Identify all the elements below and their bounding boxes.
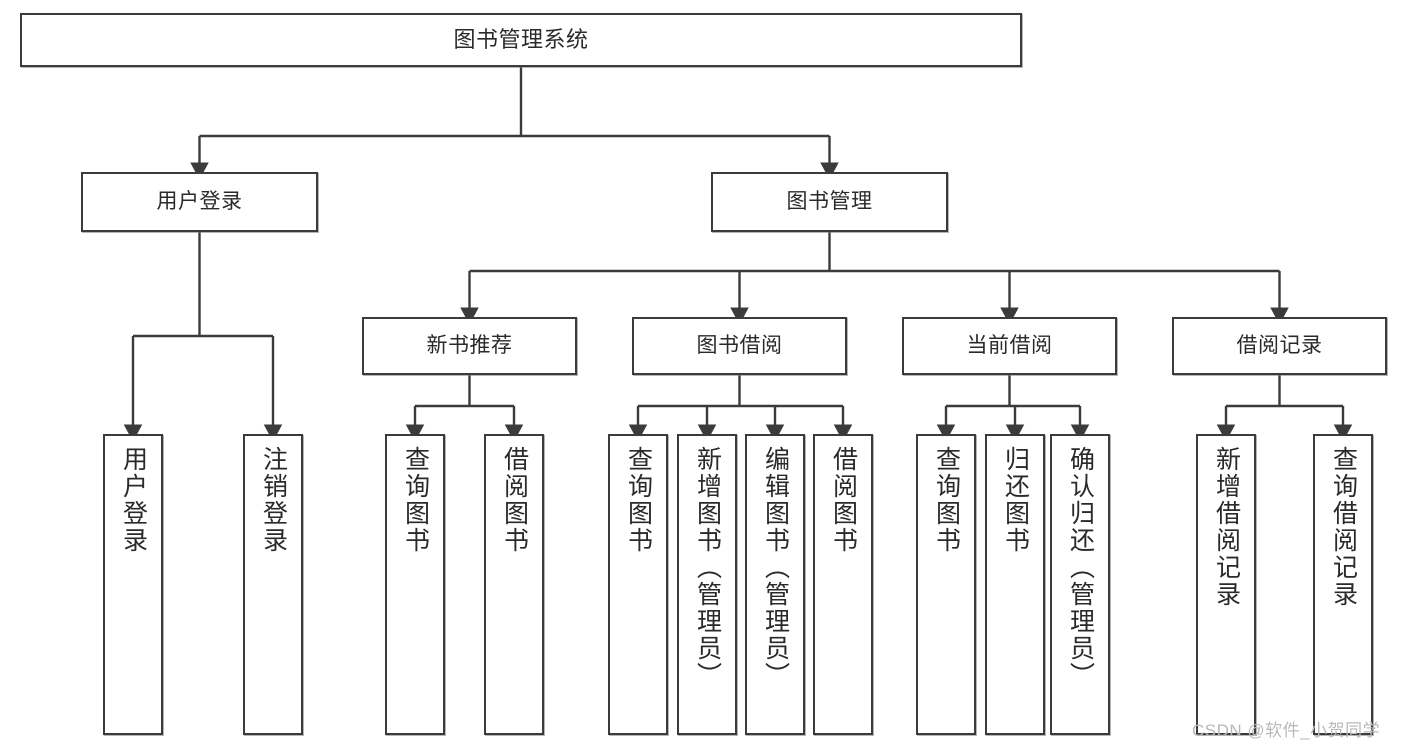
node-label: 查询图书 bbox=[401, 446, 430, 554]
node-leaf_11[interactable]: 新增借阅记录 bbox=[1196, 434, 1256, 735]
node-label: 当前借阅 bbox=[966, 333, 1053, 357]
node-label: 确认归还（管理员） bbox=[1066, 446, 1095, 689]
node-label: 用户登录 bbox=[156, 189, 243, 213]
node-root[interactable]: 图书管理系统 bbox=[20, 13, 1022, 67]
node-label: 查询图书 bbox=[624, 446, 653, 554]
node-label: 借阅图书 bbox=[500, 446, 529, 554]
node-label: 借阅记录 bbox=[1236, 333, 1323, 357]
node-label: 新书推荐 bbox=[426, 333, 513, 357]
node-l3_2[interactable]: 当前借阅 bbox=[902, 317, 1117, 375]
node-label: 归还图书 bbox=[1001, 446, 1030, 554]
node-leaf_0[interactable]: 用户登录 bbox=[103, 434, 163, 735]
node-label: 借阅图书 bbox=[829, 446, 858, 554]
node-label: 图书管理系统 bbox=[453, 27, 589, 53]
node-label: 新增借阅记录 bbox=[1212, 446, 1241, 608]
node-leaf_9[interactable]: 归还图书 bbox=[985, 434, 1045, 735]
node-l2_1[interactable]: 图书管理 bbox=[711, 172, 948, 232]
node-label: 查询图书 bbox=[932, 446, 961, 554]
node-label: 图书管理 bbox=[786, 189, 873, 213]
node-leaf_12[interactable]: 查询借阅记录 bbox=[1313, 434, 1373, 735]
node-l3_0[interactable]: 新书推荐 bbox=[362, 317, 577, 375]
node-l2_0[interactable]: 用户登录 bbox=[81, 172, 318, 232]
node-leaf_5[interactable]: 新增图书（管理员） bbox=[677, 434, 737, 735]
node-leaf_4[interactable]: 查询图书 bbox=[608, 434, 668, 735]
node-leaf_3[interactable]: 借阅图书 bbox=[484, 434, 544, 735]
node-leaf_2[interactable]: 查询图书 bbox=[385, 434, 445, 735]
node-label: 查询借阅记录 bbox=[1329, 446, 1358, 608]
node-l3_3[interactable]: 借阅记录 bbox=[1172, 317, 1387, 375]
csdn-watermark: CSDN @软件_小贺同学 bbox=[1192, 721, 1381, 740]
node-label: 新增图书（管理员） bbox=[693, 446, 722, 689]
node-leaf_1[interactable]: 注销登录 bbox=[243, 434, 303, 735]
node-label: 用户登录 bbox=[119, 446, 148, 554]
node-label: 注销登录 bbox=[259, 446, 288, 554]
node-label: 编辑图书（管理员） bbox=[761, 446, 790, 689]
node-leaf_6[interactable]: 编辑图书（管理员） bbox=[745, 434, 805, 735]
node-l3_1[interactable]: 图书借阅 bbox=[632, 317, 847, 375]
node-leaf_8[interactable]: 查询图书 bbox=[916, 434, 976, 735]
node-leaf_10[interactable]: 确认归还（管理员） bbox=[1050, 434, 1110, 735]
node-label: 图书借阅 bbox=[696, 333, 783, 357]
node-leaf_7[interactable]: 借阅图书 bbox=[813, 434, 873, 735]
